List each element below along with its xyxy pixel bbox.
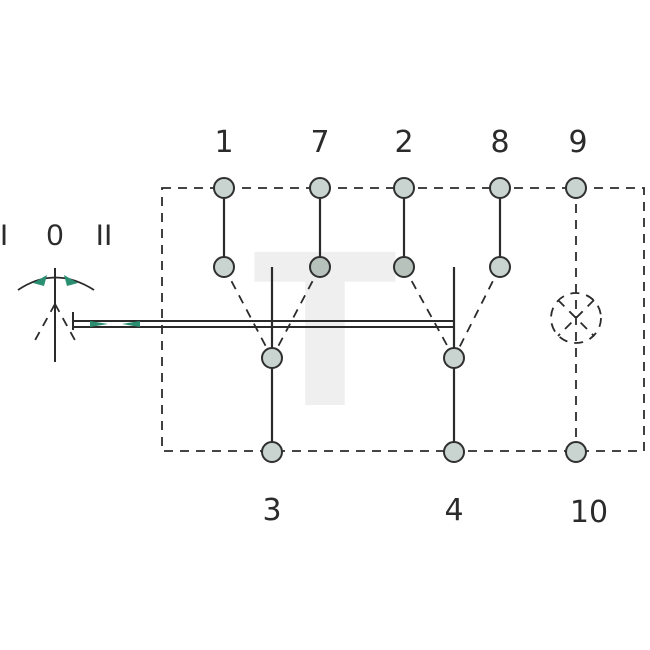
terminal-2 <box>393 177 415 199</box>
terminal-label: 1 <box>214 125 233 160</box>
terminal-label: 10 <box>570 495 608 530</box>
position-label-II: II <box>96 219 113 252</box>
moving-contact <box>261 347 283 369</box>
terminal-label: 3 <box>262 493 281 528</box>
rotation-arrows-icon <box>17 268 95 362</box>
contact-point <box>309 256 331 278</box>
lamp-icon <box>550 188 602 452</box>
position-label-I: I <box>0 219 8 252</box>
watermark: T <box>253 210 396 455</box>
terminal-7 <box>309 177 331 199</box>
terminal-8 <box>489 177 511 199</box>
contact-point <box>489 256 511 278</box>
terminal-1 <box>213 177 235 199</box>
terminal-label: 9 <box>568 125 587 160</box>
terminal-3 <box>261 441 283 463</box>
actuator-linkage <box>72 312 455 330</box>
terminal-label: 2 <box>394 125 413 160</box>
terminal-label: 7 <box>310 125 329 160</box>
moving-contact <box>443 347 465 369</box>
contact-point <box>213 256 235 278</box>
terminal-4 <box>443 441 465 463</box>
contact-point <box>393 256 415 278</box>
terminal-label: 8 <box>490 125 509 160</box>
position-label-0: 0 <box>47 219 64 252</box>
terminal-10 <box>565 441 587 463</box>
terminal-9 <box>565 177 587 199</box>
terminal-label: 4 <box>444 493 463 528</box>
